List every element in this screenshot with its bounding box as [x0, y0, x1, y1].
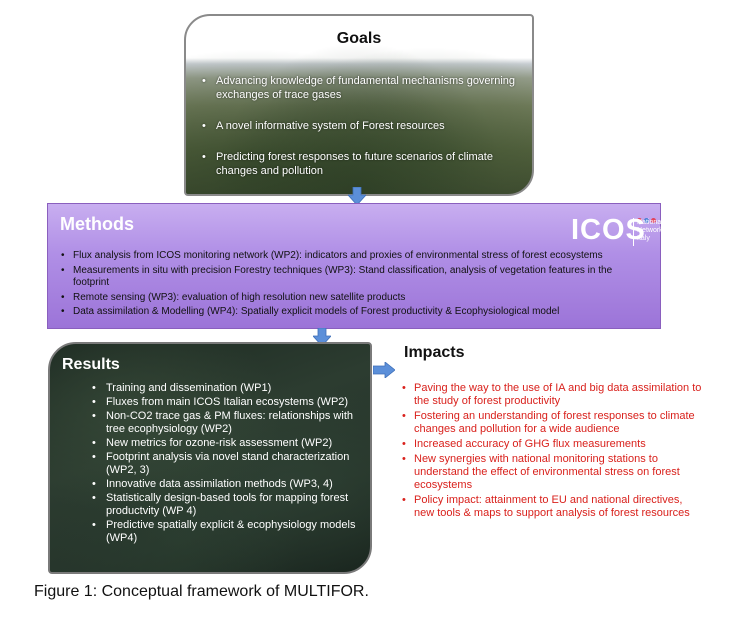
- methods-item: Flux analysis from ICOS monitoring netwo…: [60, 250, 650, 263]
- results-item: Fluxes from main ICOS Italian ecosystems…: [90, 396, 366, 409]
- goals-item: A novel informative system of Forest res…: [200, 119, 520, 133]
- impacts-item: Fostering an understanding of forest res…: [402, 410, 702, 436]
- results-box: Results Training and dissemination (WP1)…: [48, 342, 372, 574]
- results-item: Non-CO2 trace gas & PM fluxes: relations…: [90, 410, 366, 436]
- icos-wordmark: ICOS: [571, 214, 646, 246]
- methods-item: Measurements in situ with precision Fore…: [60, 265, 650, 290]
- impacts-list: Paving the way to the use of IA and big …: [402, 382, 702, 522]
- results-title: Results: [62, 356, 120, 373]
- methods-box: Methods ICOS National Network Italy Flux…: [47, 203, 663, 329]
- impacts-title: Impacts: [404, 344, 465, 361]
- results-item: Predictive spatially explicit & ecophysi…: [90, 519, 366, 545]
- icos-subtitle: National Network Italy: [637, 219, 663, 242]
- results-item: Training and dissemination (WP1): [90, 382, 366, 395]
- goals-box: Goals Advancing knowledge of fundamental…: [184, 14, 534, 196]
- impacts-item: Policy impact: attainment to EU and nati…: [402, 494, 702, 520]
- results-item: New metrics for ozone-risk assessment (W…: [90, 437, 366, 450]
- results-item: Footprint analysis via novel stand chara…: [90, 451, 366, 477]
- impacts-item: Paving the way to the use of IA and big …: [402, 382, 702, 408]
- icos-dots: [637, 210, 658, 228]
- goals-title: Goals: [336, 30, 382, 47]
- methods-title: Methods: [60, 214, 134, 234]
- impacts-item: Increased accuracy of GHG flux measureme…: [402, 438, 702, 451]
- arrow-down-icon: [313, 328, 331, 346]
- arrow-right-icon: [373, 362, 395, 378]
- methods-item: Data assimilation & Modelling (WP4): Spa…: [60, 306, 650, 319]
- goals-item: Predicting forest responses to future sc…: [200, 150, 520, 178]
- icos-logo: ICOS National Network Italy: [565, 210, 663, 252]
- goals-item: Advancing knowledge of fundamental mecha…: [200, 74, 520, 102]
- impacts-item: New synergies with national monitoring s…: [402, 453, 702, 492]
- icos-divider: [633, 218, 634, 246]
- arrow-down-icon: [348, 187, 366, 205]
- figure-caption: Figure 1: Conceptual framework of MULTIF…: [34, 583, 369, 600]
- results-item: Statistically design-based tools for map…: [90, 492, 366, 518]
- goals-list: Advancing knowledge of fundamental mecha…: [200, 74, 520, 194]
- methods-item: Remote sensing (WP3): evaluation of high…: [60, 292, 650, 305]
- results-item: Innovative data assimilation methods (WP…: [90, 478, 366, 491]
- results-list: Training and dissemination (WP1) Fluxes …: [90, 382, 366, 546]
- methods-list: Flux analysis from ICOS monitoring netwo…: [60, 250, 650, 321]
